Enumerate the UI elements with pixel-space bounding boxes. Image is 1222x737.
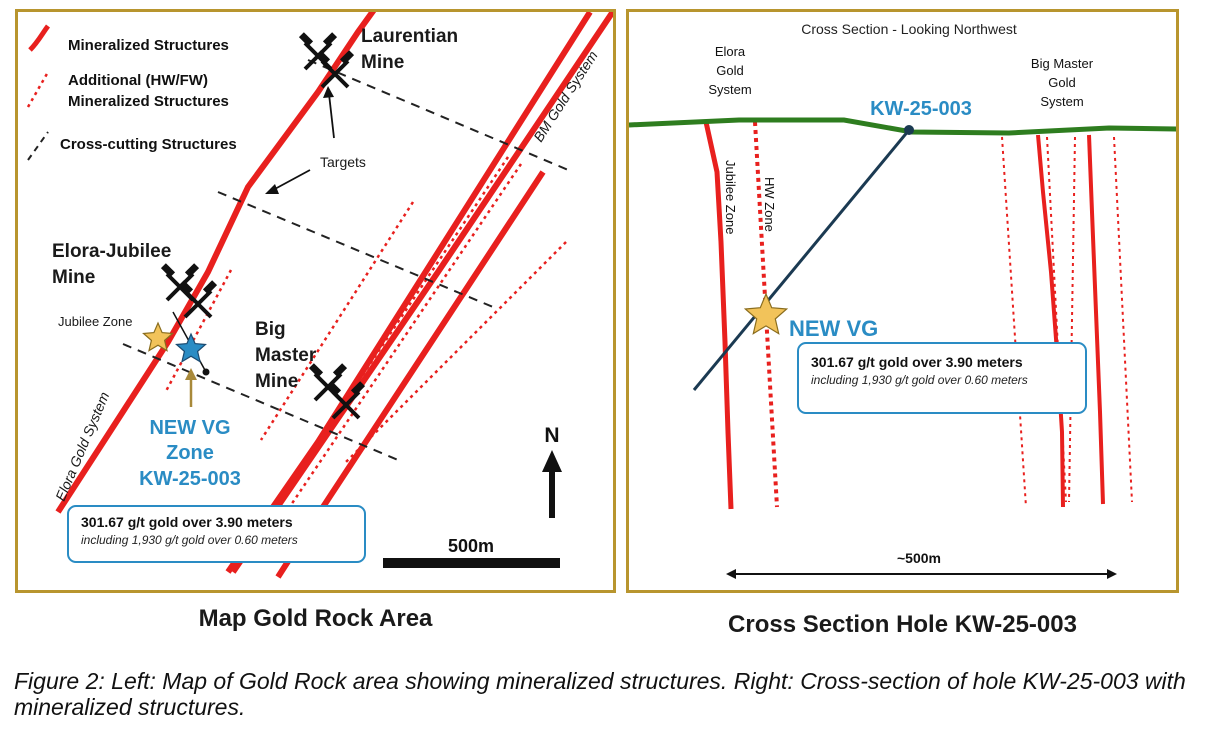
laurentian-label-2: Mine xyxy=(361,52,404,73)
hwfw-dotted-4 xyxy=(345,241,567,463)
new-vg-star-icon xyxy=(743,292,789,335)
bm-structure-1 xyxy=(1036,134,1065,508)
hole-label: KW-25-003 xyxy=(870,98,972,120)
targets-arrowhead-2-icon xyxy=(265,184,279,194)
bm-structure-2 xyxy=(1087,134,1105,505)
big-master-system-label-2: Gold xyxy=(1048,75,1075,90)
elora-structure-main xyxy=(55,12,377,514)
map-scale-label: 500m xyxy=(448,536,494,556)
map-callout-main: 301.67 g/t gold over 3.90 meters xyxy=(81,514,293,530)
legend-mineralized-label: Mineralized Structures xyxy=(68,37,229,54)
targets-label: Targets xyxy=(320,154,366,170)
section-title: Cross Section - Looking Northwest xyxy=(801,21,1017,37)
section-canvas: Cross Section - Looking Northwest Elora … xyxy=(629,21,1176,579)
big-master-label-3: Mine xyxy=(255,371,298,392)
section-caption: Cross Section Hole KW-25-003 xyxy=(728,611,1077,638)
section-callout-main: 301.67 g/t gold over 3.90 meters xyxy=(811,354,1023,370)
map-result-callout: 301.67 g/t gold over 3.90 meters includi… xyxy=(67,505,366,563)
new-vg-label: NEW VG xyxy=(789,316,878,341)
legend-crosscut-label: Cross-cutting Structures xyxy=(60,136,237,153)
section-panel: Cross Section - Looking Northwest Elora … xyxy=(626,9,1179,593)
hwfw-dotted-5 xyxy=(163,269,233,394)
map-panel: Mineralized Structures Additional (HW/FW… xyxy=(15,9,616,593)
big-master-system-label-1: Big Master xyxy=(1031,56,1094,71)
big-master-label-2: Master xyxy=(255,345,317,366)
legend-additional-label-2: Mineralized Structures xyxy=(68,93,229,110)
crosscut-line-3 xyxy=(122,343,399,461)
hwfw-dotted-3 xyxy=(259,201,415,441)
legend-additional-swatch-icon xyxy=(26,71,50,108)
legend-additional-label-1: Additional (HW/FW) xyxy=(68,72,208,89)
map-caption: Map Gold Rock Area xyxy=(198,605,433,632)
jubilee-star-icon xyxy=(142,321,174,352)
drill-hole-trace xyxy=(692,129,911,391)
ground-surface-line xyxy=(629,117,1176,136)
new-vg-star-icon xyxy=(175,332,207,363)
section-result-callout: 301.67 g/t gold over 3.90 meters includi… xyxy=(797,342,1087,414)
elora-structure-line xyxy=(225,12,593,574)
elora-jubilee-label-1: Elora-Jubilee xyxy=(52,241,171,262)
section-callout-sub: including 1,930 g/t gold over 0.60 meter… xyxy=(811,373,1028,387)
bm-dotted-3 xyxy=(1068,136,1076,503)
drill-collar-marker xyxy=(904,125,914,135)
targets-arrowhead-1-icon xyxy=(323,86,334,98)
elora-jubilee-label-2: Mine xyxy=(52,267,95,288)
targets-arrow-1-icon xyxy=(328,93,335,139)
hwfw-dotted-1 xyxy=(256,156,510,533)
hw-zone-label: HW Zone xyxy=(762,177,777,232)
section-scale-label: ~500m xyxy=(897,550,941,566)
big-master-label-1: Big xyxy=(255,319,286,340)
new-vg-label-3: KW-25-003 xyxy=(139,468,241,490)
bm-dotted-1 xyxy=(1001,136,1027,508)
elora-system-label-3: System xyxy=(708,82,751,97)
drill-collar-marker xyxy=(202,368,210,376)
map-canvas: Mineralized Structures Additional (HW/FW… xyxy=(26,12,613,579)
legend-crosscut-swatch-icon xyxy=(27,131,49,161)
crosscut-line-2 xyxy=(217,191,494,308)
legend-mineralized-swatch-icon xyxy=(28,24,51,52)
bm-structure-line-3 xyxy=(230,12,613,574)
jubilee-zone-structure xyxy=(703,121,734,510)
jubilee-zone-label: Jubilee Zone xyxy=(723,160,738,234)
map-scale-bar xyxy=(383,558,560,568)
big-master-system-label-3: System xyxy=(1040,94,1083,109)
elora-system-label-2: Gold xyxy=(716,63,743,78)
new-vg-label-2: Zone xyxy=(166,442,214,464)
targets-arrow-2-icon xyxy=(272,169,311,191)
north-arrow-icon xyxy=(542,450,562,518)
elora-system-label-1: Elora xyxy=(715,44,746,59)
north-label: N xyxy=(544,424,559,447)
bm-dotted-4 xyxy=(1113,136,1133,503)
map-callout-sub: including 1,930 g/t gold over 0.60 meter… xyxy=(81,533,298,547)
jubilee-zone-label: Jubilee Zone xyxy=(58,314,132,329)
new-vg-label-1: NEW VG xyxy=(149,417,230,439)
section-scale-arrow-icon xyxy=(726,569,1117,579)
laurentian-label-1: Laurentian xyxy=(361,26,458,47)
new-vg-pointer-head-icon xyxy=(185,368,197,380)
figure-caption: Figure 2: Left: Map of Gold Rock area sh… xyxy=(14,668,1186,720)
bm-system-label: BM Gold System xyxy=(530,48,601,145)
hwfw-dotted-2 xyxy=(264,163,523,543)
